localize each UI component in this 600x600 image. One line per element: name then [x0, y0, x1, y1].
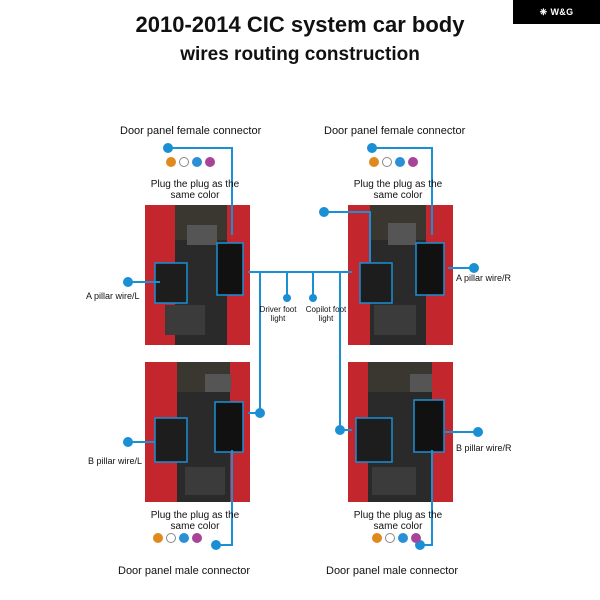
plug-instruction-top-left: Plug the plug as the same color — [150, 179, 240, 201]
label-a-pillar-left: A pillar wire/L — [86, 291, 140, 301]
title-line-1: 2010-2014 CIC system car body — [135, 12, 465, 37]
color-dot-icon — [385, 533, 395, 543]
color-dot-icon — [382, 157, 392, 167]
color-dot-icon — [192, 157, 202, 167]
plug-instruction-bottom-left: Plug the plug as the same color — [150, 510, 240, 532]
title-line-2: wires routing construction — [180, 44, 420, 65]
car-door-photo — [348, 205, 453, 345]
label-copilot-foot: Copilot foot light — [305, 305, 347, 323]
label-door-female-left: Door panel female connector — [120, 125, 262, 137]
color-dot-icon — [166, 533, 176, 543]
junction-dot — [469, 263, 479, 273]
plug-instruction-bottom-right: Plug the plug as the same color — [353, 510, 443, 532]
junction-dot — [367, 143, 377, 153]
junction-dot — [319, 207, 329, 217]
junction-dot — [283, 294, 291, 302]
wire-male-left — [216, 450, 233, 546]
color-dot-icon — [166, 157, 176, 167]
label-door-female-right: Door panel female connector — [324, 125, 466, 137]
junction-dot — [123, 277, 133, 287]
color-dot-icon — [398, 533, 408, 543]
plug-dots-bottom-right — [372, 533, 421, 543]
photo-top-left — [145, 205, 250, 345]
photo-bottom-right — [348, 362, 453, 502]
junction-dot — [255, 408, 265, 418]
junction-dot — [309, 294, 317, 302]
junction-dot — [163, 143, 173, 153]
label-door-male-right: Door panel male connector — [326, 565, 459, 577]
brand-logo: ❈ W&G — [513, 0, 600, 24]
color-dot-icon — [192, 533, 202, 543]
plug-dots-top-left — [166, 157, 215, 167]
color-dot-icon — [408, 157, 418, 167]
label-b-pillar-right: B pillar wire/R — [456, 443, 512, 453]
wire-top-right-lead — [324, 211, 371, 262]
car-door-photo — [145, 205, 250, 345]
wire-female-left — [168, 147, 233, 235]
junction-dot — [211, 540, 221, 550]
wire-female-right — [372, 147, 433, 235]
junction-dot — [473, 427, 483, 437]
color-dot-icon — [411, 533, 421, 543]
wire-down-right — [339, 272, 352, 431]
color-dot-icon — [395, 157, 405, 167]
color-dot-icon — [369, 157, 379, 167]
plug-instruction-top-right: Plug the plug as the same color — [353, 179, 443, 201]
wire-down-left — [248, 272, 261, 414]
color-dot-icon — [205, 157, 215, 167]
color-dot-icon — [179, 157, 189, 167]
wg-logo-icon: ❈ — [539, 6, 548, 17]
junction-dot — [123, 437, 133, 447]
logo-text: W&G — [550, 7, 574, 17]
color-dot-icon — [372, 533, 382, 543]
color-dot-icon — [153, 533, 163, 543]
plug-dots-bottom-left — [153, 533, 202, 543]
label-door-male-left: Door panel male connector — [118, 565, 251, 577]
photo-top-right — [348, 205, 453, 345]
label-driver-foot: Driver foot light — [259, 305, 297, 323]
car-door-photo — [348, 362, 453, 502]
plug-dots-top-right — [369, 157, 418, 167]
label-b-pillar-left: B pillar wire/L — [88, 456, 143, 466]
label-a-pillar-right: A pillar wire/R — [456, 273, 512, 283]
color-dot-icon — [179, 533, 189, 543]
junction-dot — [335, 425, 345, 435]
